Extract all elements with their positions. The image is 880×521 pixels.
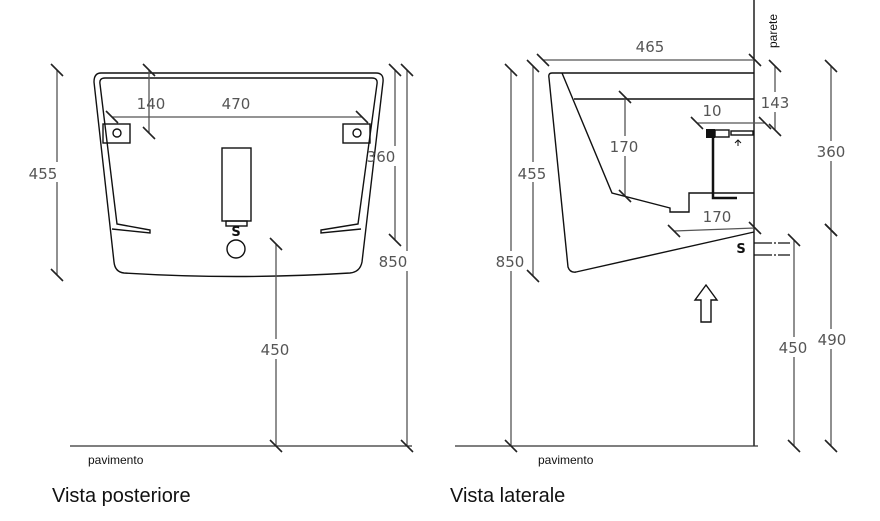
flush-valve (706, 129, 754, 200)
dimension-tick (526, 269, 540, 283)
dimension-ticks (50, 53, 838, 453)
basin-rim-inner-left (99, 77, 151, 234)
dimension-tick (748, 221, 762, 235)
dimension-tick (50, 63, 64, 77)
drain-pipe (754, 242, 790, 256)
dimension-tick (355, 110, 369, 124)
dimension-tick (618, 189, 632, 203)
dimension-tick (787, 233, 801, 247)
dimension-tick (504, 439, 518, 453)
valve-box-base (225, 220, 248, 227)
dim-label-360: 360 (817, 143, 846, 161)
dim-label-170-vertical: 170 (610, 138, 639, 156)
dimension-tick (142, 126, 156, 140)
view-title: Vista posteriore (52, 485, 191, 507)
dim-label-465: 465 (636, 38, 665, 56)
basin-outline-side (548, 72, 755, 273)
dimension-tick (667, 224, 681, 238)
dim-label-490: 490 (818, 331, 847, 349)
dimension-tick (824, 59, 838, 73)
fixing-hole-left (112, 128, 122, 138)
posterior-view: S 470 140 455 360 850 450 pavimento Vist… (29, 70, 418, 507)
dimension-tick (142, 63, 156, 77)
dim-label-450: 450 (779, 339, 808, 357)
dim-label-455: 455 (29, 165, 58, 183)
dim-label-850: 850 (496, 253, 525, 271)
basin-outline-back (93, 72, 384, 278)
view-title: Vista laterale (450, 485, 565, 507)
dimension-tick (690, 116, 704, 130)
dimension-tick (400, 439, 414, 453)
basin-rim-inner (105, 77, 378, 234)
dimension-tick (768, 123, 782, 137)
wall-label: parete (766, 14, 780, 48)
drain-hole (226, 239, 246, 259)
floor-label: pavimento (88, 453, 144, 467)
dimension-tick (824, 223, 838, 237)
lateral-view: parete S 465 170 10 143 170 455 850 (450, 0, 847, 507)
drain-symbol: S (231, 225, 240, 240)
dim-label-450: 450 (261, 341, 290, 359)
dimension-tick (269, 237, 283, 251)
bowl-inner (561, 72, 754, 213)
drain-symbol: S (736, 242, 745, 257)
dim-label-140: 140 (137, 95, 166, 113)
dimension-tick (618, 90, 632, 104)
dimension-tick (388, 63, 402, 77)
dimension-tick (758, 116, 772, 130)
dim-label-10: 10 (702, 102, 721, 120)
valve-box (221, 147, 252, 222)
dim-label-143: 143 (761, 94, 790, 112)
dimension-tick (768, 59, 782, 73)
dim-label-170-horizontal: 170 (703, 208, 732, 226)
fixing-hole-right (352, 128, 362, 138)
fixing-bracket-right (342, 123, 371, 144)
dim-label-455: 455 (518, 165, 547, 183)
dimension-tick (50, 268, 64, 282)
dimension-tick (536, 53, 550, 67)
floor-label: pavimento (538, 453, 594, 467)
dim-label-850: 850 (379, 253, 408, 271)
dim-line-170-horizontal (673, 227, 756, 232)
dimension-tick (105, 110, 119, 124)
dimension-tick (269, 439, 283, 453)
dimension-tick (787, 439, 801, 453)
dimension-tick (824, 439, 838, 453)
up-arrow-icon (693, 283, 719, 323)
dimension-tick (748, 53, 762, 67)
dimension-tick (526, 59, 540, 73)
dimension-tick (388, 233, 402, 247)
dim-label-360: 360 (367, 148, 396, 166)
dimension-tick (400, 63, 414, 77)
dim-label-470: 470 (222, 95, 251, 113)
dimension-tick (504, 63, 518, 77)
fixing-bracket-left (102, 123, 131, 144)
